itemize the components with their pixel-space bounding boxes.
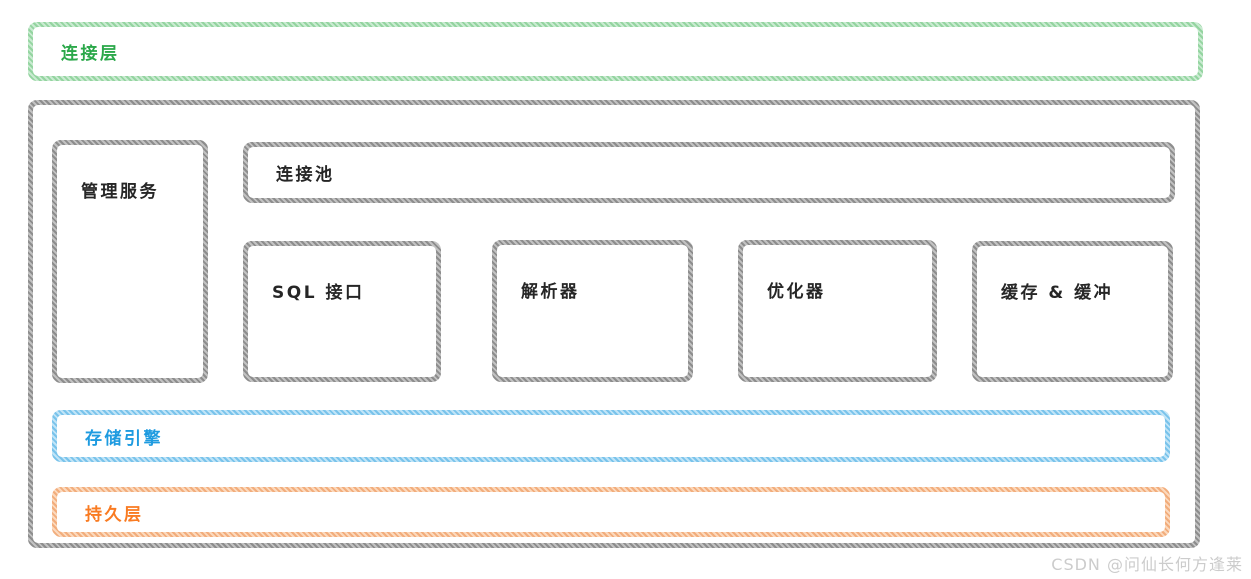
connection-pool-box: 连接池 bbox=[243, 142, 1175, 203]
cache-buffer-label: 缓存 & 缓冲 bbox=[1001, 283, 1114, 303]
connection-layer-box: 连接层 bbox=[28, 22, 1203, 81]
parser-box: 解析器 bbox=[492, 240, 693, 382]
management-services-label: 管理服务 bbox=[81, 182, 159, 202]
sql-interface-label: SQL 接口 bbox=[272, 283, 365, 303]
connection-pool-label: 连接池 bbox=[276, 165, 335, 185]
optimizer-label: 优化器 bbox=[767, 282, 826, 302]
persistence-layer-label: 持久层 bbox=[85, 504, 144, 525]
connection-layer-label: 连接层 bbox=[61, 44, 120, 64]
sql-interface-box: SQL 接口 bbox=[243, 241, 441, 382]
cache-buffer-box: 缓存 & 缓冲 bbox=[972, 241, 1173, 382]
persistence-layer-box: 持久层 bbox=[52, 487, 1170, 537]
storage-engine-box: 存储引擎 bbox=[52, 410, 1170, 462]
storage-engine-label: 存储引擎 bbox=[85, 428, 163, 449]
parser-label: 解析器 bbox=[521, 282, 580, 302]
csdn-watermark: CSDN @问仙长何方逢莱 bbox=[1051, 555, 1243, 574]
optimizer-box: 优化器 bbox=[738, 240, 937, 382]
management-services-box: 管理服务 bbox=[52, 140, 208, 383]
